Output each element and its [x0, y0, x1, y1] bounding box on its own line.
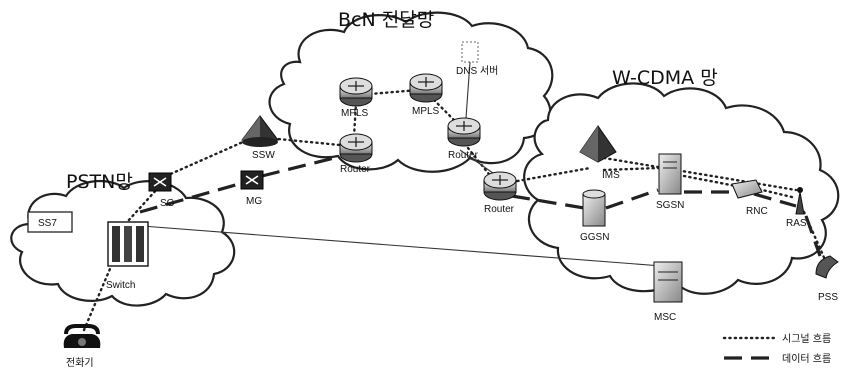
bcn-router-wcdma — [484, 172, 516, 200]
switch-label: Switch — [106, 280, 135, 291]
ggsn-node — [583, 190, 605, 226]
mpls-2-label: MPLS — [412, 106, 440, 117]
router-bcn-2-label: Router — [448, 150, 479, 161]
bcn-router-2 — [448, 118, 480, 146]
phone-label: 전화기 — [66, 357, 94, 369]
bcn-title: BcN 전달망 — [338, 9, 434, 31]
signal-sg-ssw — [166, 138, 252, 176]
ggsn-label: GGSN — [580, 232, 609, 243]
mg-label: MG — [246, 196, 262, 207]
wcdma-title: W-CDMA 망 — [612, 67, 718, 89]
legend: 시그널 흐름 데이터 흐름 — [724, 333, 831, 365]
telephone-icon — [64, 326, 101, 348]
ssw-label: SSW — [252, 150, 275, 161]
dns-server — [462, 42, 478, 62]
ss7-label: SS7 — [38, 218, 57, 229]
pstn-switch — [108, 222, 148, 266]
dns-server-label: DNS 서버 — [456, 65, 498, 77]
legend-signal-label: 시그널 흐름 — [782, 333, 831, 345]
mg-node — [241, 171, 263, 189]
sg-label: SG — [160, 198, 175, 209]
pss-label: PSS — [818, 292, 838, 303]
rnc-label: RNC — [746, 206, 768, 217]
pss-handset-icon — [816, 256, 838, 278]
sgsn-label: SGSN — [656, 200, 684, 211]
sgsn-node — [659, 154, 681, 194]
mpls-1-label: MPLS — [341, 108, 369, 119]
bcn-router-1 — [340, 134, 372, 162]
pstn-title: PSTN망 — [66, 171, 133, 193]
msc-label: MSC — [654, 312, 676, 323]
mpls-router-1 — [340, 78, 372, 106]
mpls-router-2 — [410, 74, 442, 102]
ssw-node — [242, 116, 278, 147]
legend-data-label: 데이터 흐름 — [782, 353, 831, 365]
router-wcdma-label: Router — [484, 204, 515, 215]
sg-node — [149, 173, 171, 191]
ims-label: IMS — [602, 170, 620, 181]
ras-label: RAS — [786, 218, 807, 229]
msc-node — [654, 262, 682, 302]
router-bcn-1-label: Router — [340, 164, 371, 175]
